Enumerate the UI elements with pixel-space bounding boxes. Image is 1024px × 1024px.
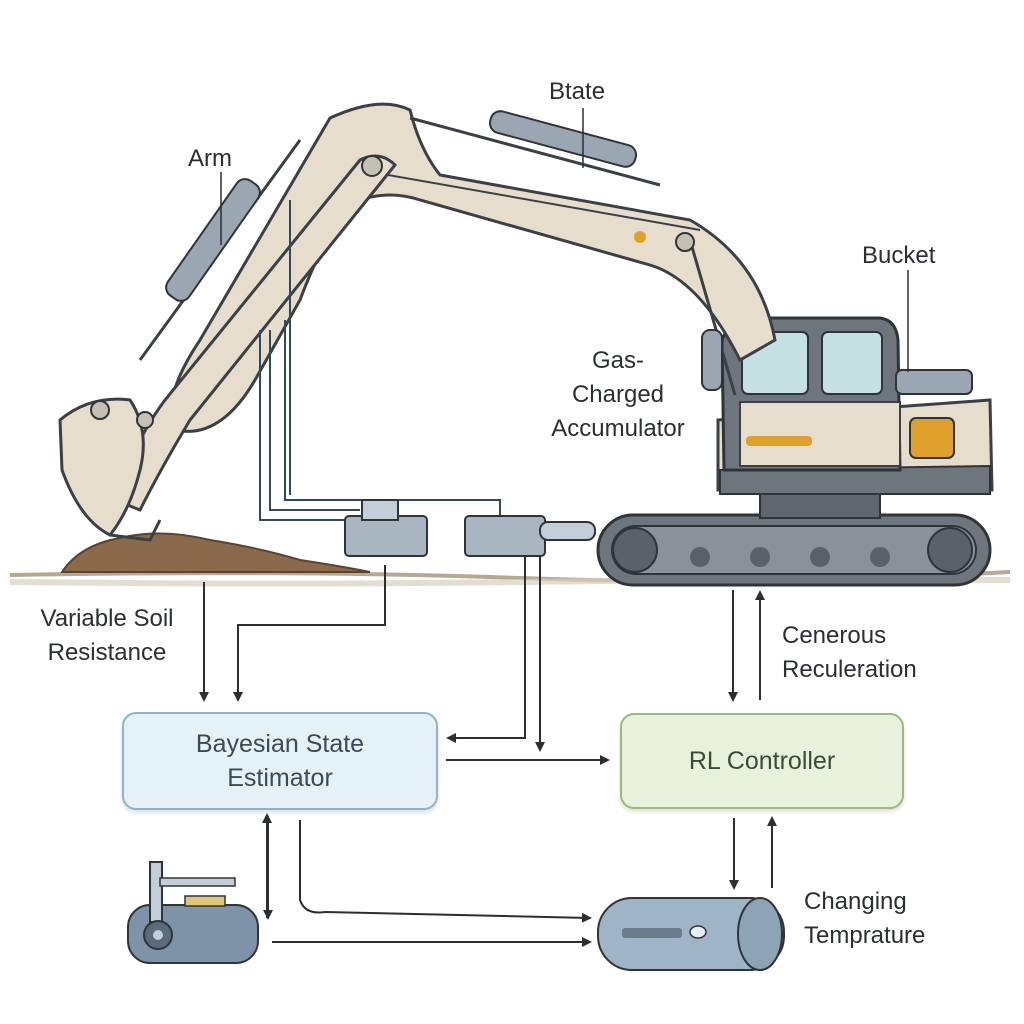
valve-blocks [344, 499, 596, 557]
label-soil-line1: Variable Soil [40, 605, 174, 632]
excavator-body [716, 316, 994, 519]
label-generous-line2: Reculeration [782, 656, 917, 683]
rl-controller-box: RL Controller [620, 713, 904, 809]
label-accumulator-line2: Charged [571, 381, 665, 408]
label-changing-temperature: Changing Temprature [804, 885, 925, 953]
arm-stick [113, 154, 398, 512]
bayes-label-line2: Estimator [227, 764, 333, 792]
hydraulic-cylinders [90, 110, 737, 429]
label-soil-line2: Resistance [47, 639, 167, 666]
boom [169, 102, 777, 433]
connector-arrows [199, 555, 777, 947]
label-gas-accumulator: Gas- Charged Accumulator [528, 344, 708, 446]
label-bucket: Bucket [862, 242, 936, 269]
rl-label: RL Controller [688, 747, 836, 775]
label-temp-line2: Temprature [804, 922, 926, 949]
bayesian-state-estimator-box: Bayesian State Estimator [122, 712, 438, 810]
label-accumulator-line3: Accumulator [551, 415, 685, 442]
accumulator-tank-icon [597, 897, 785, 971]
label-temp-line1: Changing [804, 888, 907, 915]
leader-lines [220, 108, 909, 372]
hydraulic-pump-icon [127, 861, 259, 964]
bayes-label-line1: Bayesian State [195, 730, 365, 758]
label-generous-reculeration: Cenerous Reculeration [782, 619, 917, 687]
label-top-state: Btate [549, 78, 606, 105]
label-soil-resistance: Variable Soil Resistance [12, 602, 202, 670]
label-arm: Arm [188, 145, 232, 172]
track-assembly [596, 513, 992, 587]
bucket [58, 397, 145, 537]
label-accumulator-line1: Gas- [591, 347, 644, 374]
soil-pile [60, 532, 371, 573]
label-generous-line1: Cenerous [782, 622, 887, 649]
